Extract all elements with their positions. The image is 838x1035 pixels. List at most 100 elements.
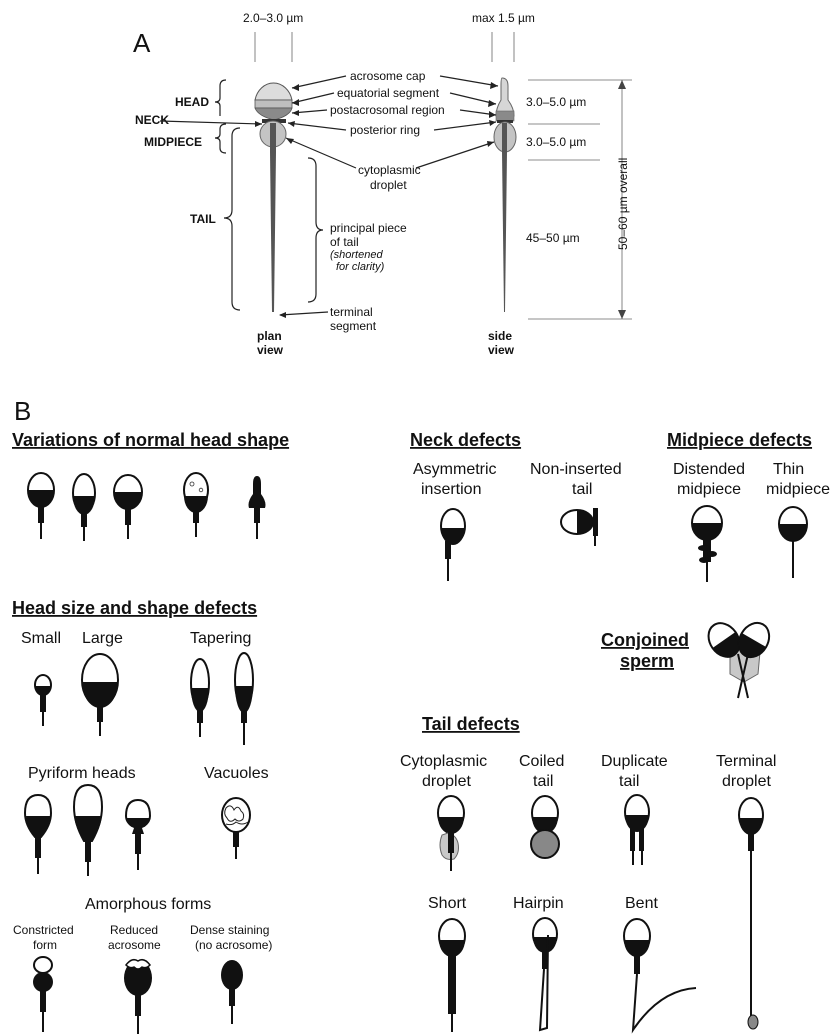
overall-arrow-top xyxy=(618,80,626,89)
terminal-line1: Terminal xyxy=(716,753,776,770)
cyto-line1: Cytoplasmic xyxy=(400,753,487,770)
neck-arrowhead xyxy=(255,121,262,127)
label-midpiece: MIDPIECE xyxy=(144,135,202,149)
dense-line2: (no acrosome) xyxy=(195,938,272,952)
large-head-sperm xyxy=(82,654,118,736)
label-droplet: droplet xyxy=(370,178,407,192)
normal-head-title: Variations of normal head shape xyxy=(12,430,289,450)
label-posterior-ring: posterior ring xyxy=(350,123,420,137)
tail-defects-title: Tail defects xyxy=(422,714,520,734)
head-brace xyxy=(215,80,226,116)
coiled-line1: Coiled xyxy=(519,753,564,770)
amorphous-label: Amorphous forms xyxy=(85,896,211,913)
measure-head: 3.0–5.0 µm xyxy=(526,95,586,109)
plan-width-label: 2.0–3.0 µm xyxy=(243,11,303,25)
short-label: Short xyxy=(428,895,467,912)
panel-a-letter: A xyxy=(133,28,151,58)
pyriform-sperm-2 xyxy=(74,785,102,876)
reduced-line2: acrosome xyxy=(108,938,161,952)
conjoined-line2: sperm xyxy=(620,651,674,671)
midpiece-brace xyxy=(215,124,226,153)
label-principal-piece: principal piece xyxy=(330,221,407,235)
thin-midpiece-sperm xyxy=(779,507,807,578)
dense-staining-sperm xyxy=(221,960,243,1024)
duplicate-tail-sperm xyxy=(625,795,649,865)
hairpin-tail-sperm xyxy=(533,918,557,1030)
vacuoles-sperm xyxy=(222,798,250,859)
label-postacrosomal-region: postacrosomal region xyxy=(330,103,445,117)
side-view-line2: view xyxy=(488,343,515,357)
label-equatorial-segment: equatorial segment xyxy=(337,86,440,100)
plan-view-line2: view xyxy=(257,343,284,357)
asymmetric-line1: Asymmetric xyxy=(413,461,497,478)
asymmetric-line2: insertion xyxy=(421,481,481,498)
vacuoles-label: Vacuoles xyxy=(204,765,269,782)
normal-sperm-4 xyxy=(184,473,208,537)
terminal-arrowhead xyxy=(279,312,286,318)
distended-line2: midpiece xyxy=(677,481,741,498)
neck-pointer xyxy=(160,121,262,124)
hairpin-label: Hairpin xyxy=(513,895,564,912)
pyriform-sperm-1 xyxy=(25,795,51,874)
thin-line2: midpiece xyxy=(766,481,830,498)
label-neck: NECK xyxy=(135,113,169,127)
measure-midpiece: 3.0–5.0 µm xyxy=(526,135,586,149)
tapering-label: Tapering xyxy=(190,630,251,647)
small-head-sperm xyxy=(35,675,51,726)
conjoined-sperm xyxy=(702,617,775,698)
normal-sperm-5 xyxy=(249,476,266,539)
terminal-droplet-sperm xyxy=(739,798,763,1029)
large-label: Large xyxy=(82,630,123,647)
terminal-line2: droplet xyxy=(722,773,771,790)
coiled-tail-sperm xyxy=(531,796,559,858)
label-terminal: terminal xyxy=(330,305,373,319)
short-tail-sperm xyxy=(439,919,465,1032)
coiled-line2: tail xyxy=(533,773,553,790)
overall-arrow-bottom xyxy=(618,310,626,319)
asymmetric-insertion-sperm xyxy=(441,509,465,581)
thin-line1: Thin xyxy=(773,461,804,478)
pyriform-sperm-3 xyxy=(126,800,150,870)
plan-view-line1: plan xyxy=(257,329,282,343)
tapering-sperm-2 xyxy=(235,653,253,745)
normal-sperm-3 xyxy=(114,475,142,539)
tapering-sperm-1 xyxy=(191,659,209,737)
distended-midpiece-sperm xyxy=(692,506,722,582)
head-size-title: Head size and shape defects xyxy=(12,598,257,618)
terminal-pointer xyxy=(280,312,328,315)
constricted-form-sperm xyxy=(33,957,53,1032)
cyto-line2: droplet xyxy=(422,773,471,790)
side-view-sperm xyxy=(494,78,516,312)
label-shortened: (shortened xyxy=(330,249,383,261)
label-for-clarity: for clarity) xyxy=(336,261,385,273)
plan-view-sperm xyxy=(255,83,292,312)
measure-overall: 50–60 µm overall xyxy=(616,158,630,250)
label-of-tail: of tail xyxy=(330,235,359,249)
principal-piece-brace xyxy=(308,158,323,302)
neck-defects-title: Neck defects xyxy=(410,430,521,450)
reduced-line1: Reduced xyxy=(110,923,158,937)
noninserted-line2: tail xyxy=(572,481,592,498)
panel-b-letter: B xyxy=(14,396,31,426)
side-view-line1: side xyxy=(488,329,512,343)
constricted-line2: form xyxy=(33,938,57,952)
label-tail: TAIL xyxy=(190,212,216,226)
distended-line1: Distended xyxy=(673,461,745,478)
dense-line1: Dense staining xyxy=(190,923,269,937)
tail-brace xyxy=(224,128,240,310)
pyriform-label: Pyriform heads xyxy=(28,765,136,782)
reduced-acrosome-sperm xyxy=(124,960,152,1034)
duplicate-line1: Duplicate xyxy=(601,753,668,770)
noninserted-line1: Non-inserted xyxy=(530,461,622,478)
midpiece-defects-title: Midpiece defects xyxy=(667,430,812,450)
non-inserted-tail-sperm xyxy=(561,508,598,546)
cytoplasmic-droplet-sperm xyxy=(438,796,464,871)
normal-sperm-2 xyxy=(73,474,95,541)
measure-tail: 45–50 µm xyxy=(526,231,580,245)
bent-tail-sperm xyxy=(624,919,696,1030)
label-cytoplasmic: cytoplasmic xyxy=(358,163,421,177)
normal-sperm-1 xyxy=(28,473,54,539)
label-head: HEAD xyxy=(175,95,209,109)
duplicate-line2: tail xyxy=(619,773,639,790)
